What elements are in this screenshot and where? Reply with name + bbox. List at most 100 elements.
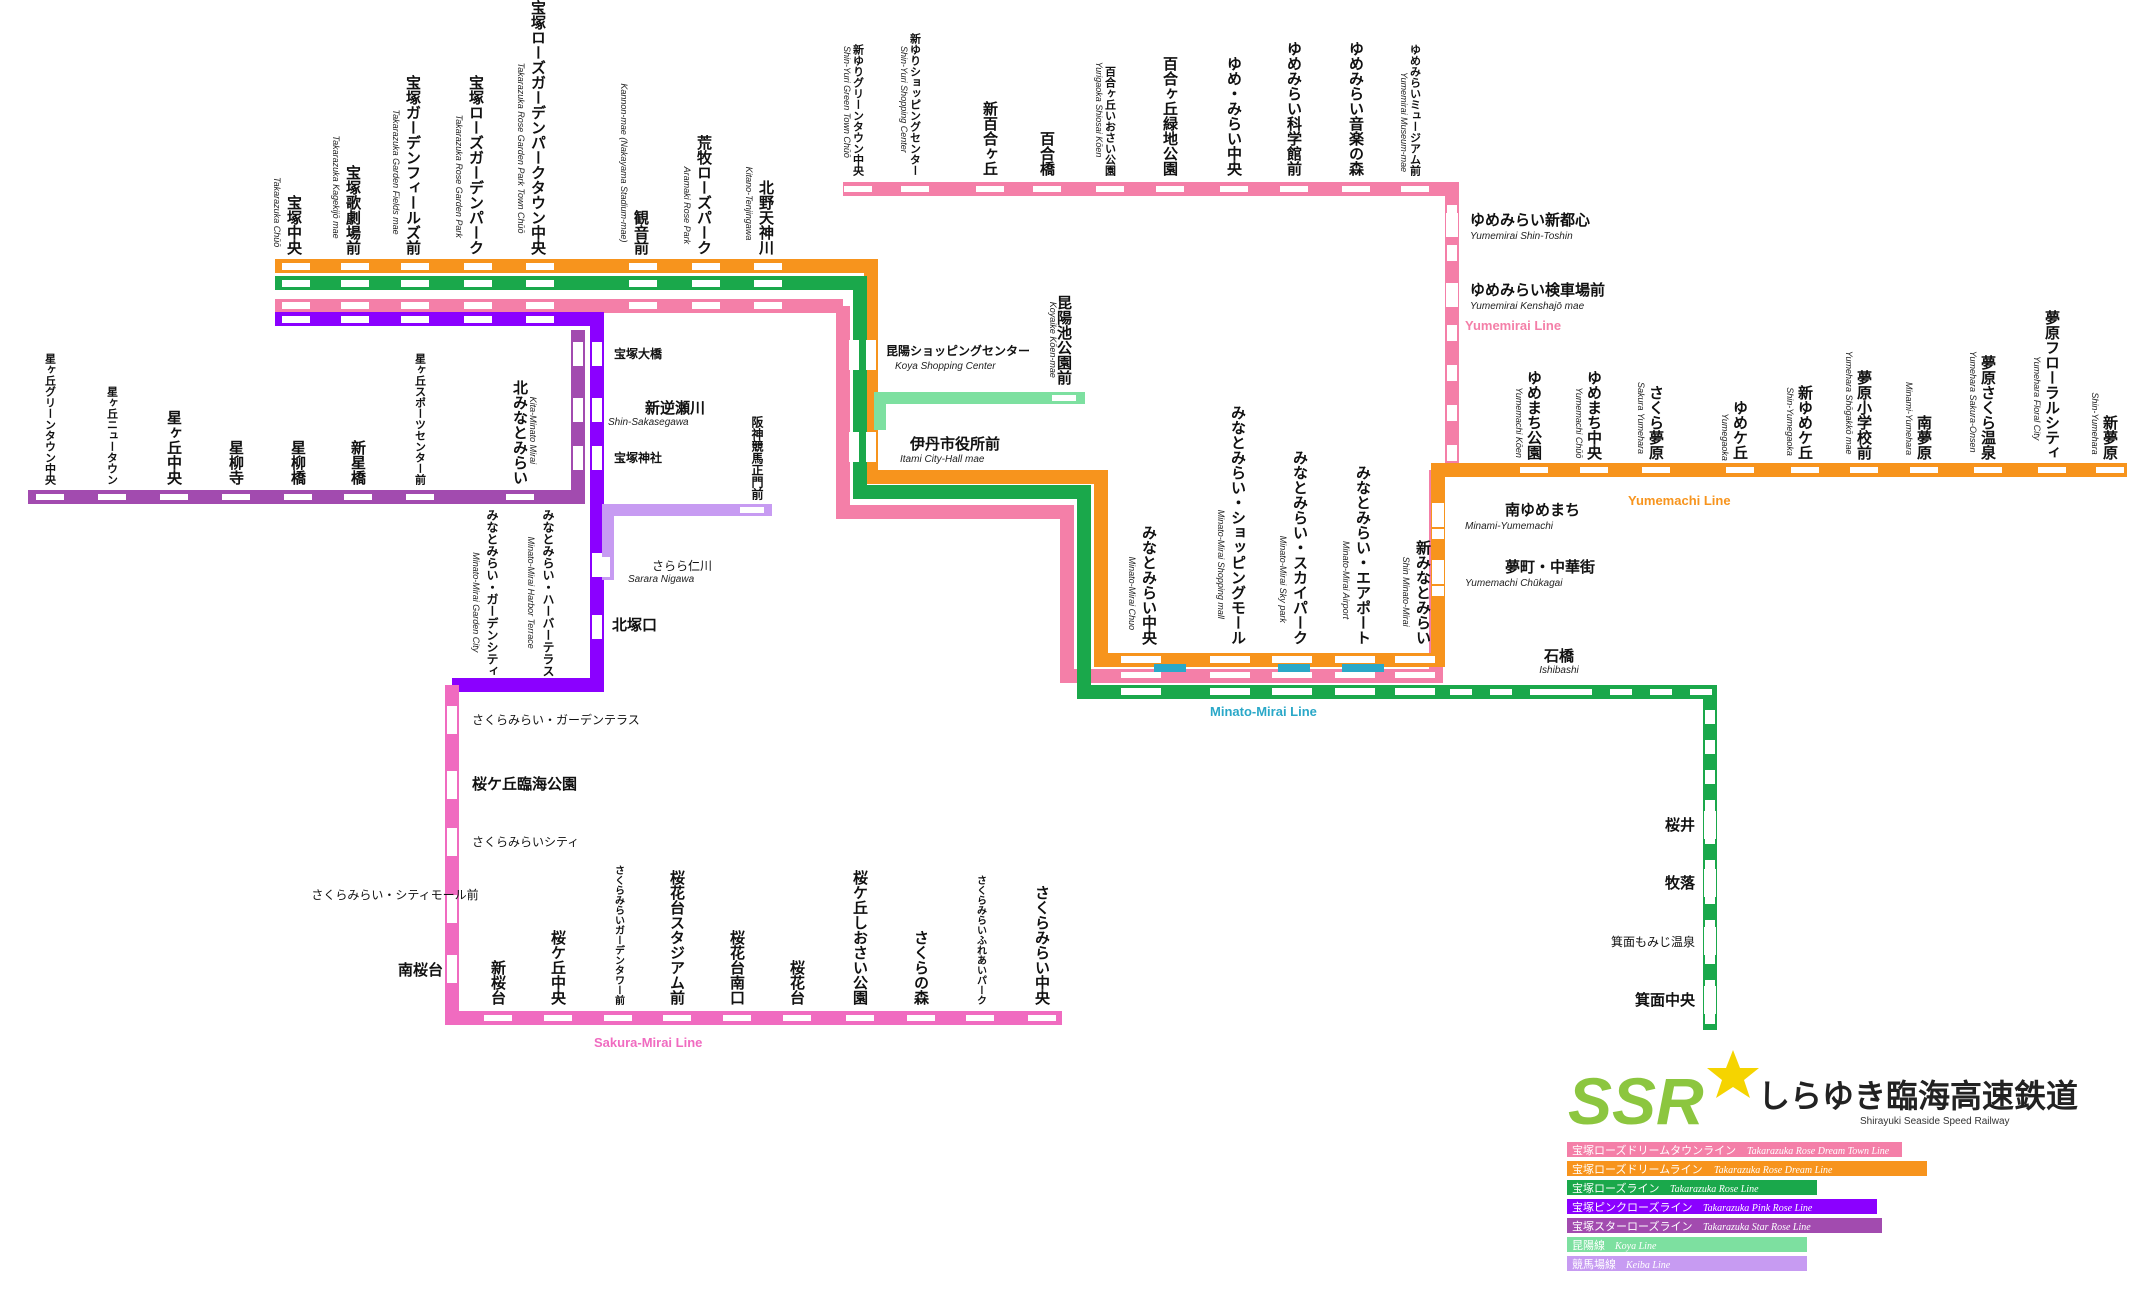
station-name: さくら夢原 xyxy=(1647,385,1665,461)
station-tick xyxy=(1052,395,1076,401)
station-name: 牧落 xyxy=(1665,874,1696,892)
station-name-en: Minato-Mirai Sky park xyxy=(1278,536,1288,624)
station-tick xyxy=(846,1015,874,1021)
station-tick xyxy=(401,302,429,309)
station-tick xyxy=(36,494,64,500)
station-name-en: Minato-Mirai Chuo xyxy=(1127,557,1137,631)
line-label-yumemirai: Yumemirai Line xyxy=(1465,318,1561,333)
station-tick xyxy=(1432,503,1444,527)
station-tick xyxy=(1210,688,1250,695)
station-tick xyxy=(976,186,1004,192)
station-name-en: Yurigaoka Shiosai Kōen xyxy=(1094,62,1104,158)
station-name-en: Sakura Yumehara xyxy=(1636,382,1646,454)
station-name: 新星橋 xyxy=(349,439,367,486)
station-name: 星ヶ丘グリーンタウン中央 xyxy=(44,353,57,486)
station-name: 新逆瀬川 xyxy=(645,399,705,417)
station-tick xyxy=(604,1015,632,1021)
legend-label: 宝塚ローズドリームライン xyxy=(1572,1162,1703,1176)
track-koya xyxy=(874,392,1085,430)
station-name: 北みなとみらい xyxy=(511,380,529,485)
station-name: 北塚口 xyxy=(612,616,657,634)
station-tick xyxy=(341,316,369,323)
station-tick xyxy=(629,280,657,287)
station-tick xyxy=(629,263,657,270)
station-tick xyxy=(1642,467,1670,473)
station-tick xyxy=(282,302,310,309)
station-tick xyxy=(1910,467,1938,473)
station-name-en: Minami-Yumehara xyxy=(1904,382,1914,455)
station-name-en: Yumemachi Chūō xyxy=(1574,387,1584,458)
tracks xyxy=(28,182,2127,1030)
station-name-en: Sarara Nigawa xyxy=(628,574,695,585)
station-tick xyxy=(1705,890,1715,904)
station-tick xyxy=(573,553,583,577)
station-tick xyxy=(592,553,602,577)
station-tick xyxy=(1096,186,1124,192)
station-name: さくらみらい・シティモール前 xyxy=(311,887,478,902)
station-name: 箕面中央 xyxy=(1634,991,1696,1009)
legend-swatch xyxy=(1567,1199,1877,1214)
track-purple xyxy=(275,312,604,692)
station-tick xyxy=(692,263,720,270)
station-tick xyxy=(1570,689,1592,695)
station-tick xyxy=(1432,529,1444,539)
station-name-en: Yumegaoka xyxy=(1720,413,1730,461)
station-tick xyxy=(1705,830,1715,844)
station-name-en: Yumemirai Shin-Toshin xyxy=(1470,231,1573,242)
station-name-en: Shin-Yumehara xyxy=(2090,392,2100,454)
station-name-en: Yumehara Floral City xyxy=(2032,356,2042,441)
station-tick xyxy=(754,302,782,309)
station-name-en: Koya Shopping Center xyxy=(895,361,996,372)
station-tick xyxy=(849,340,859,370)
station-name-en: Yumemachi Kōen xyxy=(1514,387,1524,458)
company-logo: SSR しらゆき臨海高速鉄道 Shirayuki Seaside Speed R… xyxy=(1568,1050,2078,1138)
station-name: みなとみらい中央 xyxy=(1140,525,1158,646)
station-tick xyxy=(1272,688,1312,695)
legend-swatch xyxy=(1567,1218,1882,1233)
legend-swatch xyxy=(1567,1180,1817,1195)
station-name: 南夢原 xyxy=(1915,414,1933,461)
station-tick xyxy=(692,280,720,287)
station-name: 桜花台 xyxy=(788,959,806,1006)
station-tick xyxy=(907,1015,935,1021)
station-name: 北野天神川 xyxy=(757,180,775,255)
line-label-yumemachi: Yumemachi Line xyxy=(1628,493,1731,508)
station-tick xyxy=(401,316,429,323)
legend-swatch xyxy=(1567,1256,1807,1271)
station-name: 箕面もみじ温泉 xyxy=(1611,935,1695,949)
station-name: 星ヶ丘スポーツセンター前 xyxy=(414,353,427,486)
station-name: 宝塚神社 xyxy=(614,450,662,465)
station-tick xyxy=(1520,467,1548,473)
station-tick xyxy=(692,316,720,323)
station-tick xyxy=(2038,467,2066,473)
station-tick xyxy=(1545,689,1573,695)
station-tick xyxy=(464,302,492,309)
station-name-en: Yumemirai Kenshajō mae xyxy=(1470,301,1585,312)
track-shinyuri xyxy=(843,182,1459,470)
station-name: 伊丹市役所前 xyxy=(909,435,1000,453)
station-tick xyxy=(1705,950,1715,964)
station-tick xyxy=(844,186,872,192)
legend-label: 宝塚スターローズライン xyxy=(1572,1219,1692,1233)
legend-label: 宝塚ピンクローズライン xyxy=(1572,1200,1692,1214)
legend-swatch xyxy=(1567,1237,1807,1252)
station-name: 桜ケ丘中央 xyxy=(549,929,567,1006)
station-name: 宝塚中央 xyxy=(285,194,303,256)
station-name: 荒牧ローズパーク xyxy=(695,134,713,255)
station-tick xyxy=(1432,560,1444,584)
station-name: さくらみらいシティ xyxy=(472,835,579,849)
station-name: 夢原小学校前 xyxy=(1855,369,1873,461)
station-tick xyxy=(1121,672,1161,678)
legend-label-en: Takarazuka Rose Line xyxy=(1670,1184,1759,1195)
station-name-en: Yumehara Shōgakkō mae xyxy=(1844,351,1854,455)
station-tick xyxy=(602,557,610,577)
station-name-en: Kitano-Tenjingawa xyxy=(744,167,754,241)
station-name: 桜花台南口 xyxy=(728,929,746,1005)
station-tick xyxy=(573,446,583,470)
station-name-en: Minato-Mirai Airport xyxy=(1341,541,1351,620)
station-tick xyxy=(526,316,554,323)
station-tick xyxy=(341,302,369,309)
station-tick xyxy=(406,494,434,500)
station-name: 桜井 xyxy=(1665,816,1695,834)
